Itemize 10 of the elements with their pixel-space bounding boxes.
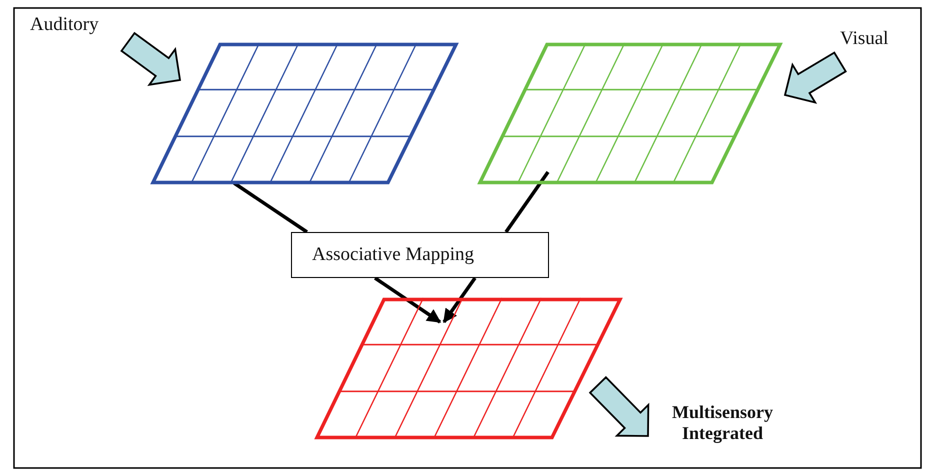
process-box xyxy=(291,232,549,278)
block-arrow xyxy=(784,51,847,104)
block-arrow xyxy=(120,32,182,86)
block-arrow xyxy=(588,376,650,437)
text-label: Visual xyxy=(840,28,888,50)
arrow xyxy=(374,276,442,324)
text-label: Auditory xyxy=(30,14,99,36)
text-label: Multisensory Integrated xyxy=(671,402,774,444)
arrow xyxy=(442,277,476,324)
box-label: Associative Mapping xyxy=(312,244,474,266)
